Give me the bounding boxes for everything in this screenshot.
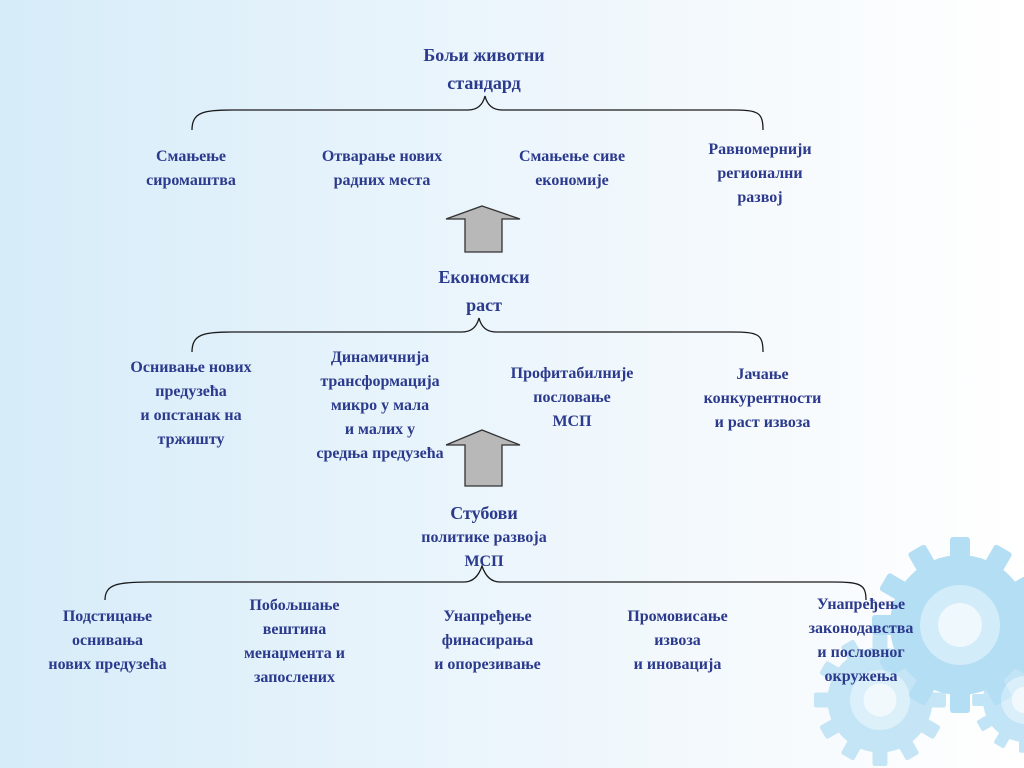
top-goal-title: Бољи животни стандард bbox=[423, 45, 545, 93]
bottom-title: Стубови bbox=[450, 503, 518, 523]
bottom-item-1: Подстицање оснивања нових предузећа bbox=[48, 608, 167, 673]
bottom-item-2: Побољшање вештина менаџмента и запослени… bbox=[244, 597, 345, 686]
middle-item-2: Динамичнија трансформација микро у мала … bbox=[316, 349, 444, 462]
bottom-item-5: Унапређење законодавства и пословног окр… bbox=[808, 596, 914, 685]
bottom-item-4: Промовисање извоза и иновација bbox=[627, 608, 728, 673]
top-item-4: Равномернији регионални развој bbox=[708, 141, 812, 206]
up-arrow-icon bbox=[445, 205, 521, 253]
middle-brace bbox=[191, 317, 764, 353]
top-item-3: Смањење сиве економије bbox=[518, 148, 626, 189]
middle-item-3: Профитабилније пословање МСП bbox=[510, 365, 634, 430]
middle-item-1: Оснивање нових предузећа и опстанак на т… bbox=[130, 359, 252, 448]
middle-title: Економски раст bbox=[438, 267, 530, 315]
top-brace bbox=[191, 95, 764, 131]
bottom-item-3: Унапређење финасирања и опорезивање bbox=[434, 608, 541, 673]
top-item-1: Смањење сиромаштва bbox=[146, 148, 236, 189]
up-arrow-icon bbox=[445, 429, 521, 487]
bottom-brace bbox=[104, 563, 867, 601]
middle-item-4: Јачање конкурентности и раст извоза bbox=[703, 366, 822, 431]
top-item-2: Отварање нових радних места bbox=[321, 148, 443, 189]
bottom-subtitle: политике развоја МСП bbox=[421, 529, 547, 570]
